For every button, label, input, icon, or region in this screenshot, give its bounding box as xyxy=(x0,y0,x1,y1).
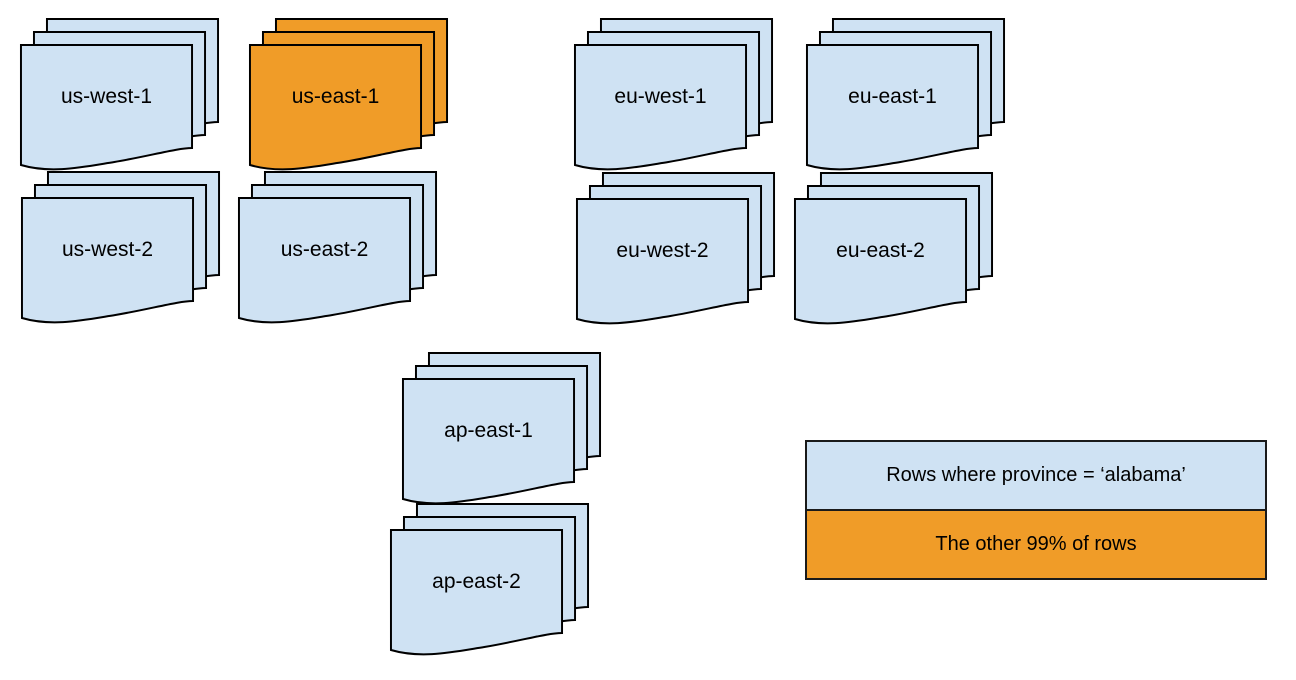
region-stack-eu-west-2: eu-west-2 xyxy=(575,171,778,327)
region-label: eu-east-1 xyxy=(848,85,937,108)
region-stack-ap-east-1: ap-east-1 xyxy=(401,351,604,507)
legend-item-other-rows: The other 99% of rows xyxy=(807,511,1265,578)
region-stack-us-west-1: us-west-1 xyxy=(19,17,222,173)
region-stack-us-east-2: us-east-2 xyxy=(237,170,440,326)
document-sheet-front-icon xyxy=(237,197,412,324)
region-label: eu-east-2 xyxy=(836,239,925,262)
region-label: eu-west-2 xyxy=(616,239,709,262)
document-sheet-front-icon xyxy=(248,44,423,171)
region-label: us-west-1 xyxy=(60,85,153,108)
region-label: us-east-2 xyxy=(280,238,369,261)
region-stack-eu-east-1: eu-east-1 xyxy=(805,17,1008,173)
region-stack-eu-east-2: eu-east-2 xyxy=(793,171,996,327)
legend-label-other-rows: The other 99% of rows xyxy=(935,533,1137,555)
document-sheet-front-icon xyxy=(793,198,968,325)
document-sheet-front-icon xyxy=(573,44,748,171)
region-stack-us-west-2: us-west-2 xyxy=(20,170,223,326)
region-stack-ap-east-2: ap-east-2 xyxy=(389,502,592,658)
legend: Rows where province = ‘alabama’ The othe… xyxy=(805,440,1267,580)
region-label: ap-east-1 xyxy=(444,419,533,442)
region-label: us-east-1 xyxy=(291,85,380,108)
region-label: ap-east-2 xyxy=(432,570,521,593)
document-sheet-front-icon xyxy=(575,198,750,325)
region-stack-us-east-1: us-east-1 xyxy=(248,17,451,173)
region-label: us-west-2 xyxy=(61,238,154,261)
document-sheet-front-icon xyxy=(805,44,980,171)
legend-label-alabama-rows: Rows where province = ‘alabama’ xyxy=(886,464,1186,486)
region-label: eu-west-1 xyxy=(614,85,707,108)
document-sheet-front-icon xyxy=(20,197,195,324)
document-sheet-front-icon xyxy=(19,44,194,171)
region-stack-eu-west-1: eu-west-1 xyxy=(573,17,776,173)
legend-item-alabama-rows: Rows where province = ‘alabama’ xyxy=(807,442,1265,511)
document-sheet-front-icon xyxy=(401,378,576,505)
document-sheet-front-icon xyxy=(389,529,564,656)
